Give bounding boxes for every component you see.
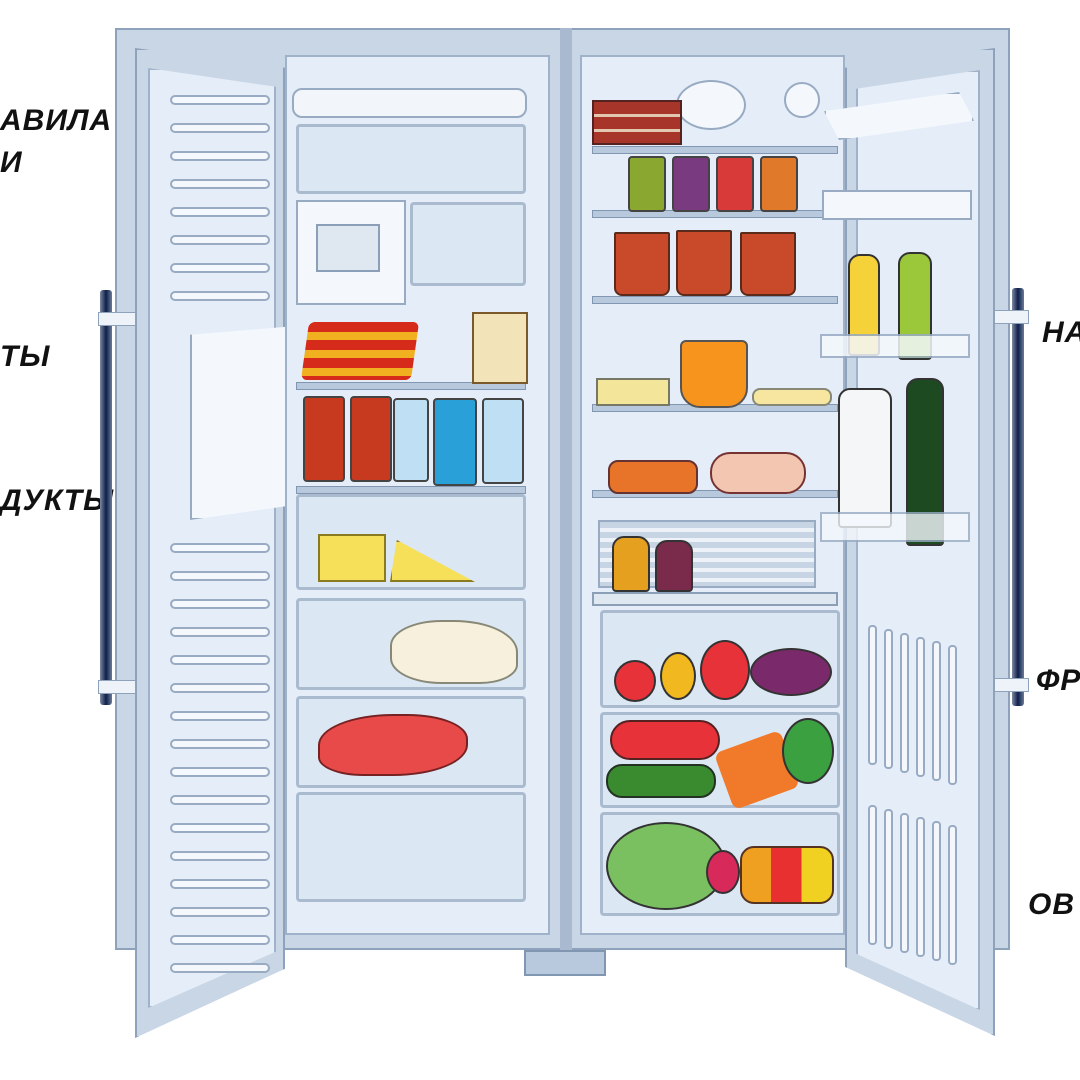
cheese: [318, 534, 386, 582]
vent-slot: [170, 571, 270, 581]
vent-slot: [900, 633, 909, 773]
vent-slot: [916, 637, 925, 777]
syrup-bottle: [350, 396, 392, 482]
milk-carton: [482, 398, 524, 484]
vent-slot: [868, 625, 877, 765]
pastries: [608, 460, 698, 494]
fridge-shelf: [592, 296, 838, 304]
vent-slot: [170, 655, 270, 665]
vent-slot: [948, 825, 957, 965]
yogurt-cup: [740, 232, 796, 296]
yogurt-cup: [676, 230, 732, 296]
roll-cake: [710, 452, 806, 494]
vent-slot: [170, 599, 270, 609]
juice-jug: [680, 340, 748, 408]
broccoli: [782, 718, 834, 784]
door-shelf[interactable]: [822, 190, 972, 220]
vent-slot: [170, 879, 270, 889]
rolled-bottle: [612, 536, 650, 592]
vent-slot: [170, 207, 270, 217]
jam-jar: [628, 156, 666, 212]
label-products: ДУКТЫ: [0, 484, 115, 517]
butter-dish: [752, 388, 832, 406]
vent-slot: [884, 809, 893, 949]
vent-slot: [170, 711, 270, 721]
fish: [318, 714, 468, 776]
vent-slot: [868, 805, 877, 945]
milk-carton: [433, 398, 477, 486]
freezer-drawer[interactable]: [296, 792, 526, 902]
fridge-light: [676, 80, 746, 130]
vent-slot: [170, 263, 270, 273]
egg-tray: [596, 378, 670, 406]
milk-carton: [393, 398, 429, 482]
vent-slot: [170, 179, 270, 189]
milk-bottle: [838, 388, 892, 528]
fridge-shelf: [592, 490, 838, 498]
door-shelf[interactable]: [820, 512, 970, 542]
vent-slot: [916, 817, 925, 957]
jam-jar: [760, 156, 798, 212]
label-rules: АВИЛА: [0, 104, 113, 137]
vent-slot: [170, 95, 270, 105]
vent-slot: [170, 123, 270, 133]
vent-slot: [170, 235, 270, 245]
apples: [700, 640, 750, 700]
door-shelf[interactable]: [820, 334, 970, 358]
vent-slot: [170, 795, 270, 805]
vent-slot: [170, 543, 270, 553]
label-fruits: ФР: [1036, 664, 1080, 697]
fan-icon: [784, 82, 820, 118]
freezer-handle[interactable]: [100, 290, 112, 705]
vent-slot: [170, 963, 270, 973]
label-rules-line2: И: [0, 146, 23, 179]
freezer-shelf: [296, 382, 526, 390]
fridge-handle[interactable]: [1012, 288, 1024, 706]
cucumbers: [606, 764, 716, 798]
vent-slot: [170, 823, 270, 833]
grapes: [750, 648, 832, 696]
radishes: [706, 850, 740, 894]
vent-slot: [932, 821, 941, 961]
freezer-drawer[interactable]: [296, 124, 526, 194]
fridge-shelf: [592, 146, 838, 154]
center-divider: [560, 28, 572, 950]
jam-jar: [716, 156, 754, 212]
vent-slot: [170, 739, 270, 749]
yogurt-cup: [614, 232, 670, 296]
vent-slot: [170, 291, 270, 301]
vent-slot: [948, 645, 957, 785]
frozen-pizzas: [300, 322, 420, 380]
apple: [614, 660, 656, 702]
pear: [660, 652, 696, 700]
vent-slot: [170, 627, 270, 637]
label-left-2: ТЫ: [0, 340, 51, 373]
vent-slot: [170, 683, 270, 693]
vent-slot: [170, 767, 270, 777]
ice-maker-control: [316, 224, 380, 272]
tomatoes: [610, 720, 720, 760]
peppers: [740, 846, 834, 904]
control-panel[interactable]: [592, 592, 838, 606]
vent-slot: [932, 641, 941, 781]
label-vegetables: ОВ: [1028, 888, 1075, 921]
books-boxes: [592, 100, 682, 145]
freezer-shelf: [296, 486, 526, 494]
vent-slot: [884, 629, 893, 769]
food-box: [472, 312, 528, 384]
cabbage-lettuce: [606, 822, 726, 910]
fridge-foot: [524, 950, 606, 976]
label-drinks: НА: [1042, 316, 1080, 349]
vent-slot: [170, 851, 270, 861]
rolled-bottle: [655, 540, 693, 592]
jam-jar: [672, 156, 710, 212]
vent-slot: [170, 151, 270, 161]
vent-slot: [900, 813, 909, 953]
vent-slot: [170, 907, 270, 917]
vent-slot: [170, 935, 270, 945]
syrup-bottle: [303, 396, 345, 482]
ice-tray[interactable]: [410, 202, 526, 286]
freezer-light: [292, 88, 527, 118]
chicken: [390, 620, 518, 684]
